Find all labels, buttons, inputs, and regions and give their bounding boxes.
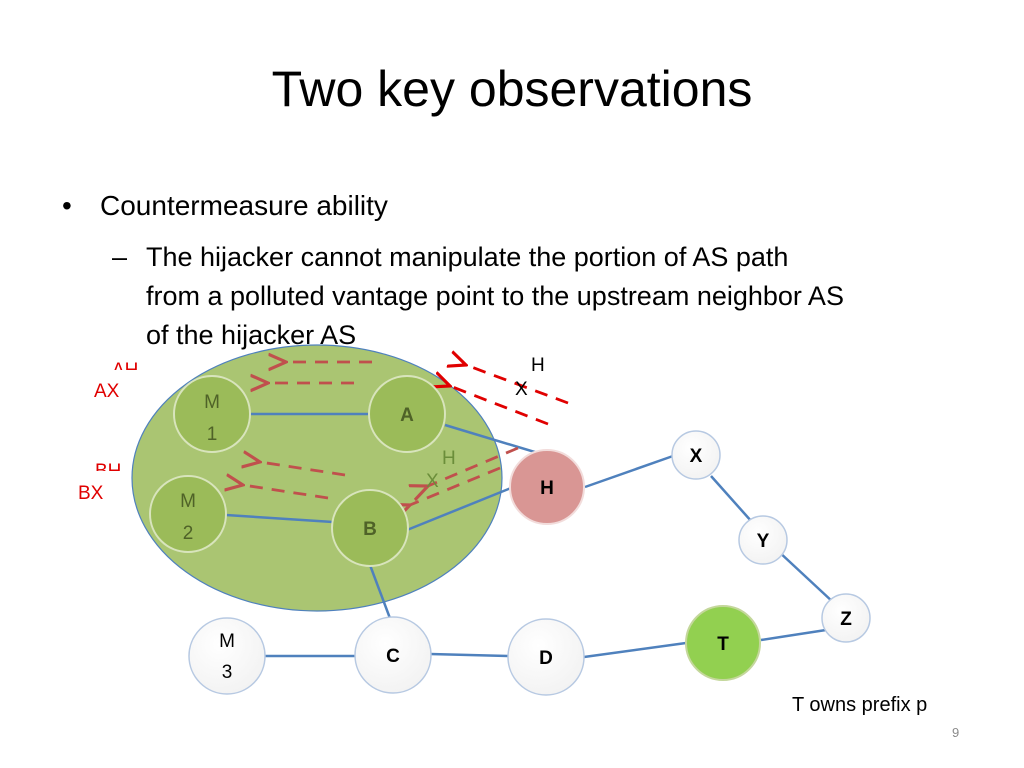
bullet-dot: •	[62, 190, 72, 221]
mid-h-label: H	[442, 448, 456, 469]
link-h-x	[584, 454, 674, 489]
mid-x-label: X	[426, 471, 439, 492]
sub-bullet-text: The hijacker cannot manipulate the porti…	[146, 238, 996, 355]
sub-bullet-line-1: The hijacker cannot manipulate the porti…	[146, 242, 789, 272]
node-z: Z	[821, 593, 871, 643]
as-links	[225, 412, 835, 659]
node-m1-label-2: 1	[207, 424, 218, 445]
node-m3: M 3	[188, 617, 266, 695]
node-x-label: X	[690, 446, 703, 467]
hijack-arrow-2	[450, 386, 549, 426]
node-b: B	[331, 489, 409, 567]
path-arrow-4	[243, 485, 329, 500]
link-y-z	[776, 549, 835, 604]
as-nodes: M 1 A M 2 B H X Y Z	[149, 375, 871, 696]
path-arrow-3	[260, 462, 346, 477]
node-a-label: A	[400, 405, 414, 426]
node-m2-label-1: M	[180, 491, 196, 512]
link-m2-b	[225, 513, 334, 524]
node-x: X	[671, 430, 721, 480]
node-d-label: D	[539, 648, 553, 669]
node-y-label: Y	[757, 531, 770, 552]
node-m1-label-1: M	[204, 392, 220, 413]
path-arrow-6	[410, 466, 501, 505]
link-x-y	[710, 475, 753, 523]
node-b-label: B	[363, 519, 377, 540]
node-y: Y	[738, 515, 788, 565]
node-h-label: H	[540, 478, 554, 499]
bh-label-clipped: BH	[95, 462, 125, 471]
link-d-c	[429, 652, 509, 658]
top-h-label: H	[531, 355, 545, 376]
node-z-label: Z	[840, 609, 852, 630]
link-t-d	[583, 641, 687, 659]
node-h: H	[509, 449, 585, 525]
sub-bullet-dash: –	[112, 242, 128, 272]
link-z-t	[760, 628, 827, 642]
path-arrow-5	[428, 446, 519, 486]
page-number: 9	[952, 725, 960, 740]
node-m3-label-2: 3	[222, 662, 233, 683]
slide-title: Two key observations	[271, 61, 753, 117]
link-b-h	[406, 486, 512, 532]
node-d: D	[507, 618, 585, 696]
node-m3-label-1: M	[219, 631, 235, 652]
bullet-text: Countermeasure ability	[100, 190, 388, 221]
node-m1: M 1	[173, 375, 251, 453]
node-t-label: T	[717, 634, 729, 655]
hijack-arrow-1	[466, 365, 569, 405]
ax-label: AX	[94, 381, 120, 402]
path-arrows	[243, 362, 519, 505]
node-m2-label-2: 2	[183, 523, 194, 544]
node-a: A	[368, 375, 446, 453]
node-c-label: C	[386, 646, 400, 667]
path-labels: H X H X	[426, 355, 545, 492]
node-c: C	[354, 616, 432, 694]
node-t: T	[685, 605, 761, 681]
link-b-c	[368, 564, 393, 622]
top-x-label: X	[515, 379, 528, 400]
link-a-h	[444, 423, 549, 458]
footer-note: T owns prefix p	[792, 694, 928, 716]
sub-bullet-line-2: from a polluted vantage point to the ups…	[146, 281, 844, 311]
bx-label: BX	[78, 483, 104, 504]
hijack-arrows	[450, 365, 569, 426]
ah-label-clipped: AH	[112, 361, 142, 370]
node-m2: M 2	[149, 475, 227, 553]
